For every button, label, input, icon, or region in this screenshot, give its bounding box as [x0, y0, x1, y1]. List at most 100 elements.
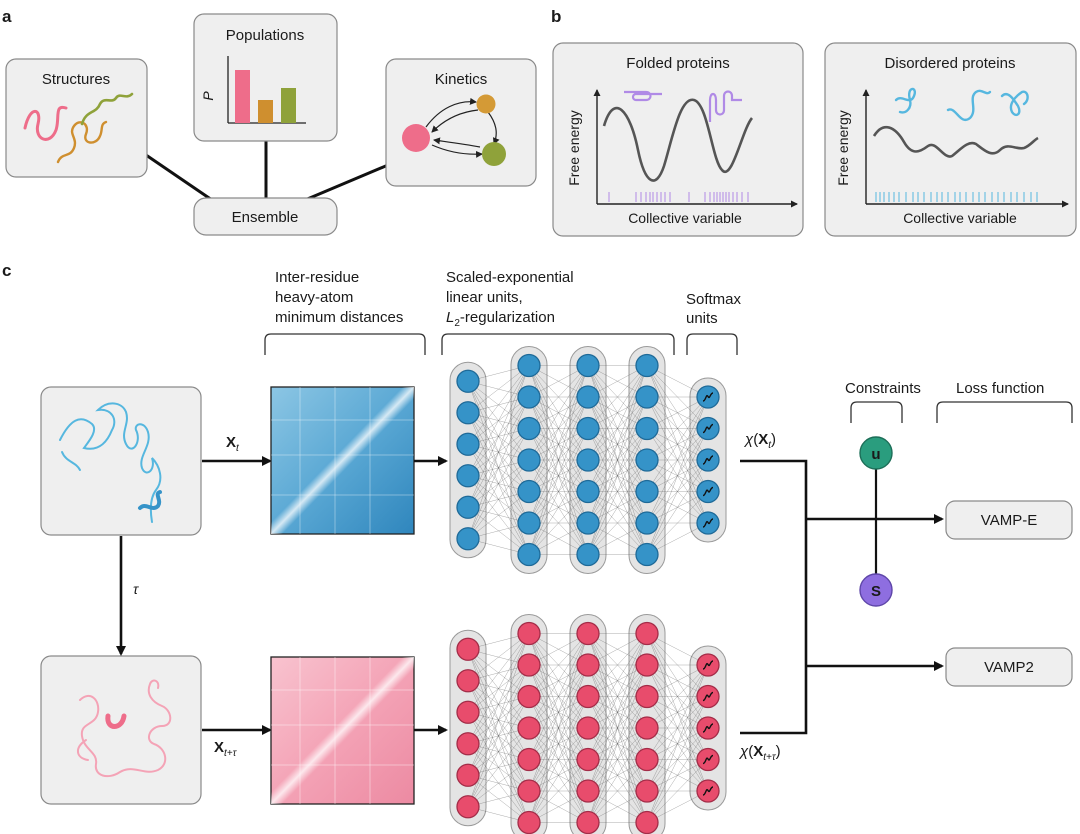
svg-text:VAMP-E: VAMP-E	[981, 512, 1037, 529]
neuron	[576, 653, 600, 677]
neuron	[517, 385, 541, 409]
neuron	[576, 542, 600, 567]
svg-text:Inter-residue: Inter-residue	[275, 269, 359, 286]
sigmoid-icon	[702, 423, 714, 434]
kinetics-title: Kinetics	[435, 71, 488, 88]
neuron	[635, 747, 659, 772]
neuron	[517, 479, 541, 504]
neuron	[456, 495, 480, 519]
chi-xt-label: χ(Xt)	[743, 431, 776, 451]
idp-structure-pink	[79, 679, 172, 778]
structure-box-t	[40, 386, 202, 536]
vamp-e-box: VAMP-E	[945, 500, 1073, 540]
neuron	[576, 353, 600, 378]
neuron	[456, 795, 480, 819]
pop-bar-pink	[235, 70, 250, 123]
pop-bar-orange	[258, 100, 273, 123]
neuron	[517, 416, 541, 441]
panel-letter-b: b	[551, 7, 561, 26]
neuron	[517, 542, 541, 567]
structure-olive-chain	[80, 92, 134, 126]
svg-text:L2-regularization: L2-regularization	[446, 309, 555, 329]
neuron	[635, 542, 659, 567]
vamp2-box: VAMP2	[945, 647, 1073, 687]
kinetics-box: Kinetics	[385, 58, 537, 187]
folded-structure-a	[624, 90, 662, 102]
svg-text:heavy-atom: heavy-atom	[275, 289, 353, 306]
neuron	[456, 669, 480, 693]
ensemble-connectors	[145, 140, 389, 202]
sigmoid-icon	[702, 486, 714, 497]
svg-text:linear units,: linear units,	[446, 289, 523, 306]
hidden-layer-label: Scaled-exponential linear units, L2-regu…	[446, 269, 574, 329]
xtt-label: Xt+τ	[214, 739, 238, 759]
softmax-label: Softmax units	[686, 291, 742, 327]
constraint-s-node: S	[859, 573, 893, 607]
neuron	[576, 621, 600, 646]
tau-label: τ	[133, 581, 139, 597]
neuron	[456, 732, 480, 756]
neuron	[576, 385, 600, 409]
neuron	[456, 763, 480, 787]
sigmoid-icon	[702, 660, 714, 670]
neuron	[635, 810, 659, 834]
ensemble-title: Ensemble	[232, 209, 299, 226]
structure-box-t-plus-tau	[40, 655, 202, 805]
neuron	[635, 448, 659, 472]
populations-box: Populations P	[193, 13, 338, 142]
neuron	[635, 511, 659, 535]
neuron	[456, 432, 480, 456]
neuron	[517, 747, 541, 772]
neuron	[576, 779, 600, 803]
neural-network-top	[449, 346, 727, 574]
sigmoid-icon	[702, 786, 714, 796]
neuron	[517, 716, 541, 740]
neuron	[456, 637, 480, 661]
disordered-proteins-panel: Disordered proteins Free energy Collecti…	[824, 42, 1077, 237]
neuron	[635, 416, 659, 441]
disordered-structure-b	[946, 89, 992, 121]
neuron	[576, 479, 600, 504]
neuron	[635, 779, 659, 803]
svg-text:u: u	[871, 446, 880, 463]
neuron	[517, 353, 541, 378]
panel-letter-a: a	[2, 7, 12, 26]
neuron	[517, 810, 541, 834]
folded-title: Folded proteins	[626, 55, 729, 72]
neuron	[517, 621, 541, 646]
disordered-title: Disordered proteins	[885, 55, 1016, 72]
svg-text:S: S	[871, 583, 881, 600]
kinetics-state-olive	[482, 142, 506, 166]
neuron	[635, 684, 659, 709]
constraint-u-node: u	[859, 436, 893, 470]
populations-title: Populations	[226, 27, 304, 44]
folded-rug	[608, 192, 749, 202]
disordered-structure-c	[1000, 90, 1029, 117]
folded-energy-curve	[602, 98, 754, 182]
neuron	[517, 511, 541, 535]
neuron	[635, 653, 659, 677]
sigmoid-icon	[702, 518, 714, 528]
neuron	[635, 621, 659, 646]
neuron	[576, 448, 600, 472]
sigmoid-icon	[702, 691, 714, 702]
pop-axis-label: P	[200, 91, 216, 101]
folded-xlabel: Collective variable	[628, 210, 742, 226]
xt-label: Xt	[226, 434, 240, 454]
neuron	[456, 527, 480, 551]
pop-bar-olive	[281, 88, 296, 123]
neuron	[456, 700, 480, 724]
output-routing	[740, 453, 944, 735]
neural-network-bottom	[449, 614, 727, 834]
disordered-xlabel: Collective variable	[903, 210, 1017, 226]
sigmoid-icon	[702, 392, 714, 402]
distance-matrix-blue	[270, 386, 415, 535]
braces	[264, 333, 1073, 423]
loss-function-label: Loss function	[956, 380, 1044, 397]
structure-pink-chain	[23, 105, 68, 141]
neuron	[635, 353, 659, 378]
neuron	[456, 369, 480, 393]
sigmoid-icon	[702, 754, 714, 765]
disordered-rug	[875, 192, 1038, 202]
